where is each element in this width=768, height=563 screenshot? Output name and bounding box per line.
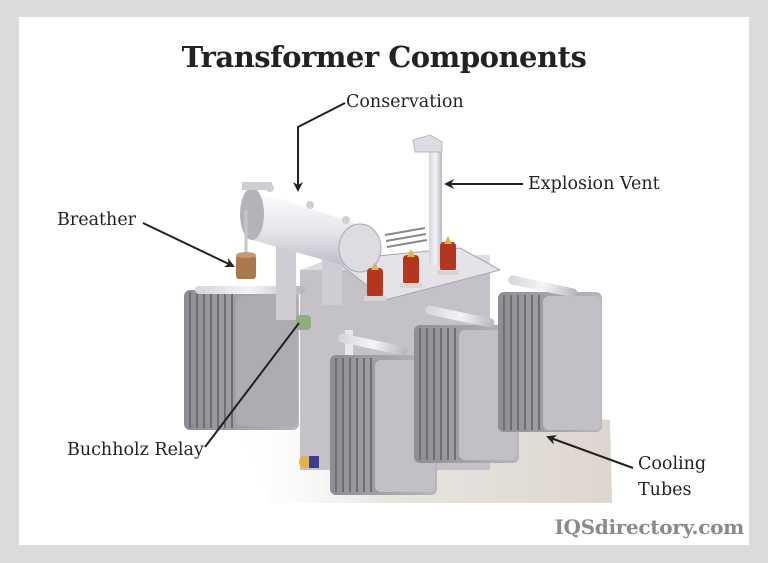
label-cooling-tubes-line2: Tubes [638, 480, 692, 500]
label-conservation: Conservation [346, 92, 464, 112]
buchholz-relay-line [204, 322, 300, 448]
label-cooling-tubes-line1: Cooling [638, 454, 707, 474]
radiator-back-fins [384, 227, 428, 248]
conservator-tank [240, 182, 382, 320]
leader-lines [142, 102, 634, 469]
label-explosion-vent: Explosion Vent [528, 174, 660, 194]
label-buchholz-relay: Buchholz Relay [67, 440, 204, 460]
explosion-vent-pipe [412, 134, 443, 265]
watermark-logo: IQSdirectory.com [554, 515, 744, 539]
label-breather: Breather [57, 210, 137, 230]
conservation-arrow [293, 102, 346, 192]
radiator-right [498, 275, 602, 432]
cooling-tubes-arrow [546, 435, 634, 469]
breather-cylinder [236, 210, 256, 279]
drain-valve [299, 456, 319, 468]
diagram-title: Transformer Components [181, 40, 587, 74]
breather-arrow [142, 222, 235, 268]
bushings [364, 236, 459, 301]
buchholz-relay-body [296, 315, 311, 330]
